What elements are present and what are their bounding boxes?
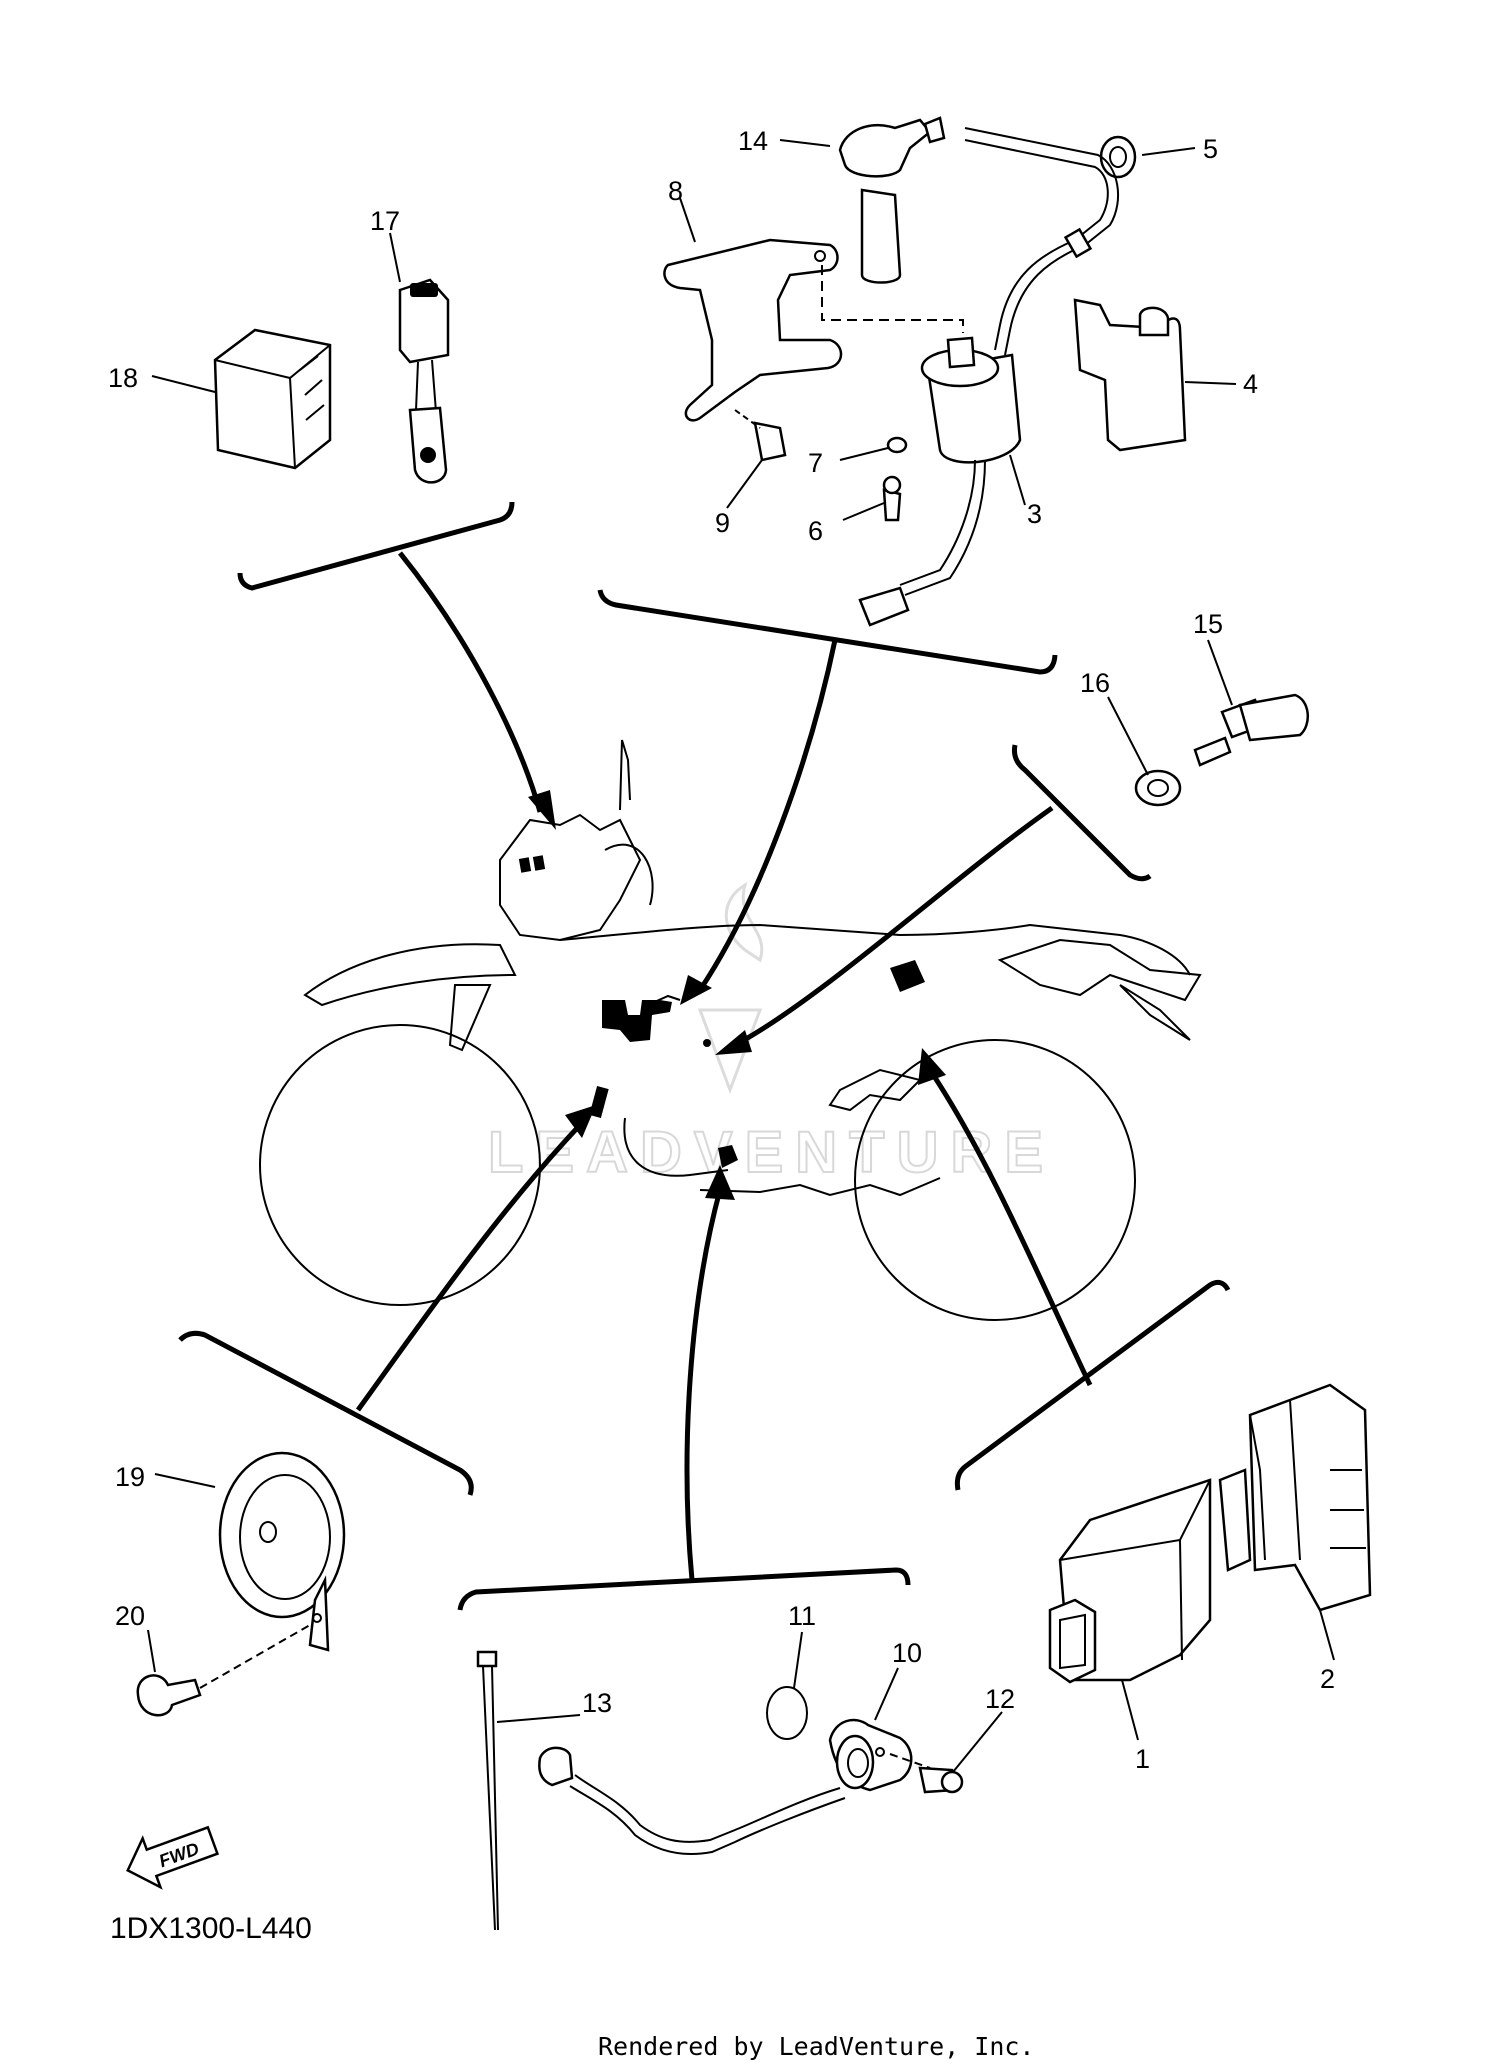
label-20: 20 <box>115 1601 145 1631</box>
part-12-screw <box>918 1766 964 1794</box>
label-7: 7 <box>808 448 823 478</box>
motorcycle-outline <box>259 739 1202 1321</box>
label-1: 1 <box>1135 1744 1150 1774</box>
part-16-gasket <box>1134 769 1182 807</box>
part-1-cdi-unit <box>1048 1478 1212 1684</box>
label-17: 17 <box>370 206 400 236</box>
part-9-bolt <box>753 421 787 462</box>
part-15-thermo-unit <box>1193 693 1309 767</box>
part-4-coil-cover <box>1073 298 1187 452</box>
coil-fasteners <box>734 409 908 522</box>
label-9: 9 <box>715 508 730 538</box>
diagram-code: 1DX1300-L440 <box>110 1912 312 1945</box>
label-13: 13 <box>582 1688 612 1718</box>
label-6: 6 <box>808 516 823 546</box>
part-8-bracket <box>663 238 964 422</box>
part-2-cdi-bracket <box>1218 1383 1372 1612</box>
part-3-ignition-coil <box>858 127 1120 627</box>
label-12: 12 <box>985 1684 1015 1714</box>
label-11: 11 <box>788 1601 816 1631</box>
part-6-screw <box>882 488 902 522</box>
label-8: 8 <box>668 176 683 206</box>
rendered-by-footer: Rendered by LeadVenture, Inc. <box>598 2032 1035 2061</box>
label-3: 3 <box>1027 499 1042 529</box>
leader-lines <box>147 139 1335 1773</box>
part-18-relay <box>213 328 332 470</box>
label-10: 10 <box>892 1638 922 1668</box>
label-2: 2 <box>1320 1664 1335 1694</box>
part-labels: 14 5 8 17 18 4 7 3 9 6 15 16 19 20 11 10… <box>108 126 1335 1774</box>
label-5: 5 <box>1203 134 1218 164</box>
label-16: 16 <box>1080 668 1110 698</box>
part-20-bolt <box>136 1624 311 1717</box>
part-5-boot <box>1099 135 1137 179</box>
part-10-sensor <box>538 1718 931 1855</box>
part-13-cable-band <box>476 1650 499 1931</box>
label-18: 18 <box>108 363 138 393</box>
bike-highlights <box>518 855 925 1177</box>
label-15: 15 <box>1193 609 1223 639</box>
part-14-plug-cap <box>838 116 946 284</box>
part-11-o-ring <box>766 1686 808 1740</box>
part-7-washer <box>886 436 908 454</box>
label-19: 19 <box>115 1462 145 1492</box>
label-4: 4 <box>1243 369 1258 399</box>
fwd-arrow: FWD <box>126 1825 220 1890</box>
part-19-horn <box>218 1451 346 1652</box>
part-17-fuse-holder <box>398 278 450 484</box>
label-14: 14 <box>738 126 768 156</box>
callout-brackets <box>178 501 1231 1611</box>
